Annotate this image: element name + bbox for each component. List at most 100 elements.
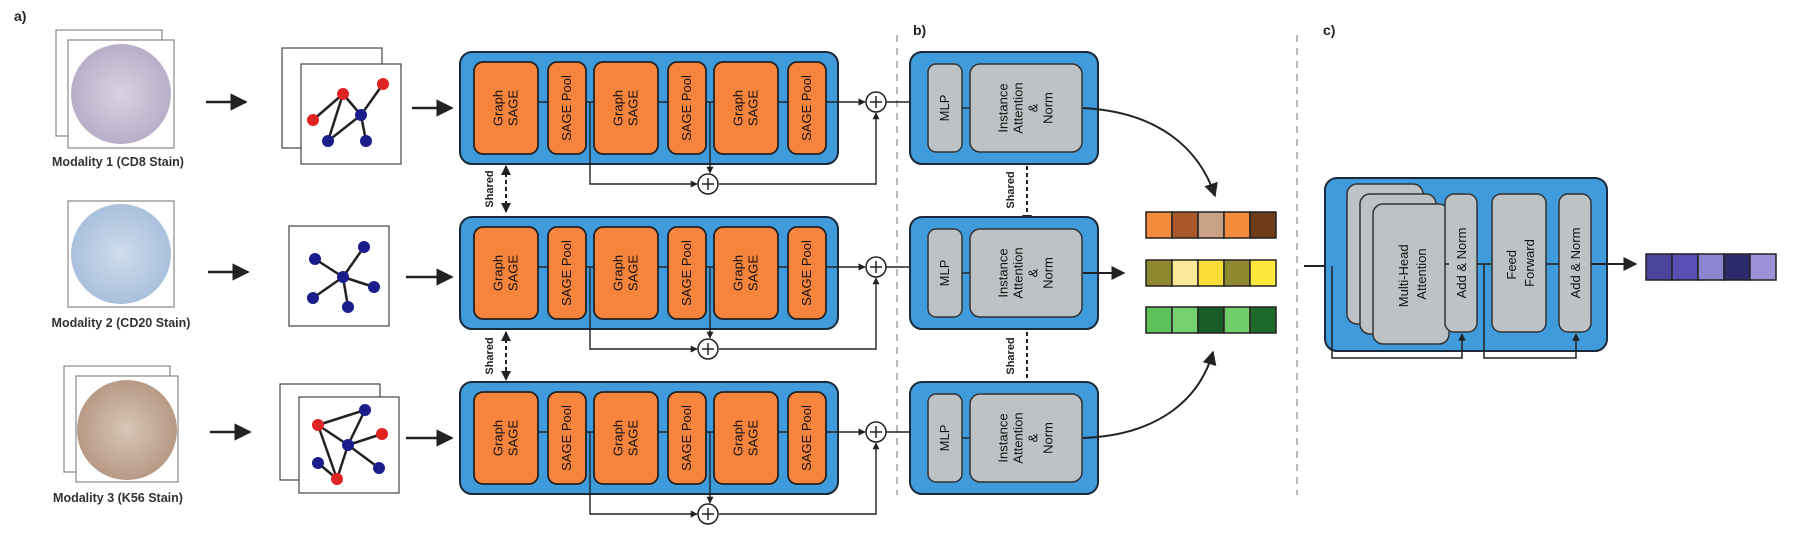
mha-block bbox=[1372, 203, 1450, 345]
graph-sage-block-label: GraphSAGE bbox=[611, 255, 641, 291]
attention-module-3: MLP InstanceAttention&Norm bbox=[909, 381, 1099, 495]
graph-sage-block bbox=[473, 391, 539, 485]
output-cell bbox=[1749, 253, 1777, 281]
arrow-icon bbox=[1082, 107, 1218, 198]
sage-pool-block bbox=[667, 61, 707, 155]
modality-label-3: Modality 3 (K56 Stain) bbox=[53, 491, 183, 505]
tissue-core-icon bbox=[63, 365, 179, 483]
embedding-cell bbox=[1197, 306, 1225, 334]
instance-attention-label: InstanceAttention&Norm bbox=[996, 247, 1056, 298]
graph-sage-block bbox=[593, 61, 659, 155]
modality-label-2: Modality 2 (CD20 Stain) bbox=[52, 316, 191, 330]
mha-label: Multi-Head Attention bbox=[1396, 241, 1429, 307]
tissue-core-icon bbox=[67, 200, 175, 308]
graph-sage-block bbox=[713, 391, 779, 485]
sage-pool-block-label: SAGE Pool bbox=[799, 75, 814, 141]
plus-circle-icon bbox=[697, 503, 719, 525]
plus-circle-icon bbox=[865, 421, 887, 443]
sage-pool-block bbox=[667, 226, 707, 320]
sage-pool-block-label: SAGE Pool bbox=[559, 75, 574, 141]
embedding-cell bbox=[1145, 259, 1173, 287]
graph-sage-block bbox=[593, 226, 659, 320]
sage-pool-block-label: SAGE Pool bbox=[679, 75, 694, 141]
graph-sage-block-label: GraphSAGE bbox=[491, 90, 521, 126]
panel-label-b: b) bbox=[913, 22, 926, 38]
add-norm-label: Add & Norm bbox=[1568, 228, 1583, 299]
shared-label: Shared bbox=[1005, 171, 1017, 208]
shared-label: Shared bbox=[484, 170, 496, 207]
embedding-cell bbox=[1145, 211, 1173, 239]
attention-module-2: MLP InstanceAttention&Norm bbox=[909, 216, 1099, 330]
graph-sage-block-label: GraphSAGE bbox=[731, 255, 761, 291]
sage-pool-block bbox=[787, 226, 827, 320]
embedding-row-2 bbox=[1145, 259, 1277, 287]
instance-attention-block bbox=[969, 228, 1083, 318]
embedding-cell bbox=[1223, 306, 1251, 334]
mlp-label: MLP bbox=[937, 425, 952, 452]
output-cell bbox=[1723, 253, 1751, 281]
plus-circle-icon bbox=[865, 256, 887, 278]
graph-sage-block-label: GraphSAGE bbox=[731, 90, 761, 126]
graph-sage-block bbox=[473, 226, 539, 320]
embedding-cell bbox=[1171, 306, 1199, 334]
graph-sage-block bbox=[713, 226, 779, 320]
arrow-icon bbox=[1082, 350, 1217, 439]
add-norm-label: Add & Norm bbox=[1454, 228, 1469, 299]
instance-attention-label: InstanceAttention&Norm bbox=[996, 82, 1056, 133]
attention-module-1: MLP InstanceAttention&Norm bbox=[909, 51, 1099, 165]
graph-sage-block-label: GraphSAGE bbox=[731, 420, 761, 456]
embedding-cell bbox=[1145, 306, 1173, 334]
embedding-cell bbox=[1223, 211, 1251, 239]
output-cell bbox=[1671, 253, 1699, 281]
sage-pool-block bbox=[547, 391, 587, 485]
graph-icon bbox=[279, 383, 400, 494]
sage-pool-block bbox=[667, 391, 707, 485]
sage-pool-block bbox=[547, 226, 587, 320]
modality-label-1: Modality 1 (CD8 Stain) bbox=[52, 155, 184, 169]
embedding-cell bbox=[1171, 259, 1199, 287]
instance-attention-label: InstanceAttention&Norm bbox=[996, 412, 1056, 463]
graph-sage-block-label: GraphSAGE bbox=[491, 420, 521, 456]
sage-pool-block-label: SAGE Pool bbox=[679, 240, 694, 306]
graph-sage-block-label: GraphSAGE bbox=[491, 255, 521, 291]
output-cell bbox=[1645, 253, 1673, 281]
sage-pool-block-label: SAGE Pool bbox=[799, 240, 814, 306]
ff-label: Feed Forward bbox=[1504, 239, 1537, 287]
panel-label-a: a) bbox=[14, 8, 26, 24]
feed-forward-block bbox=[1491, 193, 1547, 333]
embedding-row-3 bbox=[1145, 306, 1277, 334]
instance-attention-block bbox=[969, 393, 1083, 483]
gnn-stack-1: GraphSAGE SAGE Pool GraphSAGE SAGE Pool Grap… bbox=[459, 51, 925, 195]
embedding-cell bbox=[1249, 306, 1277, 334]
output-cell bbox=[1697, 253, 1725, 281]
sage-pool-block-label: SAGE Pool bbox=[559, 405, 574, 471]
mlp-label: MLP bbox=[937, 95, 952, 122]
graph-sage-block bbox=[713, 61, 779, 155]
embedding-row-1 bbox=[1145, 211, 1277, 239]
graph-sage-block-label: GraphSAGE bbox=[611, 420, 641, 456]
gnn-stack-2: GraphSAGE SAGE Pool GraphSAGE SAGE Pool Grap… bbox=[459, 216, 925, 360]
output-embedding bbox=[1645, 253, 1777, 281]
embedding-cell bbox=[1249, 259, 1277, 287]
sage-pool-block bbox=[787, 61, 827, 155]
graph-sage-block-label: GraphSAGE bbox=[611, 90, 641, 126]
graph-icon bbox=[281, 47, 402, 165]
instance-attention-block bbox=[969, 63, 1083, 153]
add-norm-block-1 bbox=[1444, 193, 1478, 333]
sage-pool-block-label: SAGE Pool bbox=[799, 405, 814, 471]
gnn-stack-3: GraphSAGE SAGE Pool GraphSAGE SAGE Pool Grap… bbox=[459, 381, 925, 525]
embedding-cell bbox=[1197, 211, 1225, 239]
graph-sage-block bbox=[593, 391, 659, 485]
mlp-label: MLP bbox=[937, 260, 952, 287]
sage-pool-block bbox=[547, 61, 587, 155]
graph-icon bbox=[288, 225, 390, 327]
transformer-block: Multi-Head Attention Add & Norm Feed For… bbox=[1324, 177, 1608, 359]
graph-sage-block bbox=[473, 61, 539, 155]
plus-circle-icon bbox=[697, 173, 719, 195]
sage-pool-block bbox=[787, 391, 827, 485]
tissue-core-icon bbox=[55, 29, 175, 149]
plus-circle-icon bbox=[865, 91, 887, 113]
sage-pool-block-label: SAGE Pool bbox=[679, 405, 694, 471]
embedding-cell bbox=[1249, 211, 1277, 239]
